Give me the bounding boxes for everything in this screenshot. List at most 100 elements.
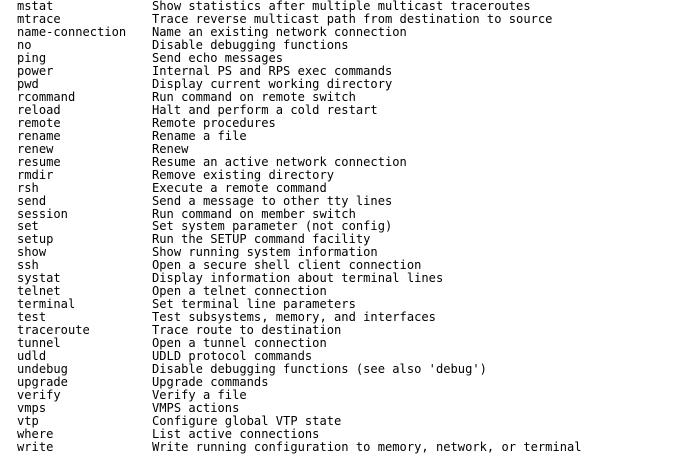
command-name: undebug	[17, 362, 68, 377]
command-row: udld UDLD protocol commands	[17, 350, 677, 363]
command-name: ssh	[17, 258, 39, 273]
command-row: send Send a message to other tty lines	[17, 193, 677, 208]
command-row: reload Halt and perform a cold restart	[17, 102, 677, 117]
command-name: telnet	[17, 284, 61, 299]
command-name: mstat	[17, 0, 54, 13]
command-name: rsh	[17, 180, 39, 195]
command-description: Test subsystems, memory, and interfaces	[152, 310, 436, 325]
command-row: ssh Open a secure shell client connection	[17, 259, 677, 272]
command-description: Show statistics after multiple multicast…	[152, 0, 531, 13]
command-description: Open a tunnel connection	[152, 336, 327, 351]
command-row: rmdir Remove existing directory	[17, 167, 677, 182]
command-description: Disable debugging functions	[152, 37, 349, 52]
command-description: Remote procedures	[152, 115, 276, 130]
command-description: Send a message to other tty lines	[152, 193, 393, 208]
command-description: Open a secure shell client connection	[152, 258, 422, 273]
command-description: Display current working directory	[152, 76, 393, 91]
command-description: Internal PS and RPS exec commands	[152, 63, 393, 78]
command-description: Trace reverse multicast path from destin…	[152, 11, 553, 26]
command-row: name-connection Name an existing network …	[17, 24, 677, 39]
command-row: telnet Open a telnet connection	[17, 285, 677, 298]
command-description: Trace route to destination	[152, 323, 342, 338]
command-description: Execute a remote command	[152, 180, 327, 195]
command-name: systat	[17, 271, 61, 286]
command-row: verify Verify a file	[17, 389, 677, 402]
command-description: Send echo messages	[152, 50, 284, 65]
command-row: rename Rename a file	[17, 128, 677, 143]
command-name: terminal	[17, 297, 76, 312]
command-name: test	[17, 310, 47, 325]
command-row: show Show running system information	[17, 246, 677, 259]
command-name: set	[17, 219, 39, 234]
command-row: rsh Execute a remote command	[17, 180, 677, 195]
command-row: session Run command on member switch	[17, 206, 677, 221]
command-name: reload	[17, 102, 61, 117]
command-name: vtp	[17, 414, 39, 428]
command-name: session	[17, 206, 68, 221]
command-name: show	[17, 245, 47, 260]
command-description: Run command on member switch	[152, 206, 356, 221]
command-name: tunnel	[17, 336, 61, 351]
command-name: rcommand	[17, 89, 76, 104]
command-name: upgrade	[17, 375, 68, 390]
command-description: Show running system information	[152, 245, 378, 260]
command-name: rename	[17, 128, 61, 143]
command-row: write Write running configuration to memo…	[17, 439, 677, 454]
command-name: ping	[17, 50, 47, 65]
command-description: UDLD protocol commands	[152, 349, 313, 364]
command-row: renew Renew	[17, 141, 677, 156]
command-name: remote	[17, 115, 61, 130]
command-row: rcommand Run command on remote switch	[17, 89, 677, 104]
command-name: rmdir	[17, 167, 54, 182]
command-name: pwd	[17, 76, 39, 91]
command-description: Configure global VTP state	[152, 414, 342, 428]
command-description: List active connections	[152, 426, 320, 441]
command-row: ping Send echo messages	[17, 50, 677, 65]
command-row: upgrade Upgrade commands	[17, 376, 677, 389]
command-description: Run the SETUP command facility	[152, 232, 371, 247]
command-name: traceroute	[17, 323, 90, 338]
command-name: send	[17, 193, 47, 208]
command-description: Verify a file	[152, 388, 247, 403]
command-row: traceroute Trace route to destination	[17, 324, 677, 337]
command-name: where	[17, 426, 54, 441]
command-row: set Set system parameter (not config)	[17, 220, 677, 233]
command-description: VMPS actions	[152, 401, 240, 416]
command-description: Renew	[152, 141, 189, 156]
command-description: Rename a file	[152, 128, 247, 143]
command-description: Run command on remote switch	[152, 89, 356, 104]
command-description: Display information about terminal lines	[152, 271, 444, 286]
command-row: resume Resume an active network connectio…	[17, 154, 677, 169]
command-name: udld	[17, 349, 47, 364]
command-name: name-connection	[17, 24, 127, 39]
command-name: renew	[17, 141, 54, 156]
command-description: Halt and perform a cold restart	[152, 102, 378, 117]
command-description: Name an existing network connection	[152, 24, 407, 39]
command-row: test Test subsystems, memory, and interfa…	[17, 311, 677, 324]
command-row: mstat Show statistics after multiple mult…	[17, 0, 677, 13]
command-row: power Internal PS and RPS exec commands	[17, 63, 677, 78]
command-name: resume	[17, 154, 61, 169]
command-description: Write running configuration to memory, n…	[152, 439, 582, 454]
command-description: Disable debugging functions (see also 'd…	[152, 362, 487, 377]
command-row: tunnel Open a tunnel connection	[17, 337, 677, 350]
command-description: Resume an active network connection	[152, 154, 407, 169]
command-help-output: mstat Show statistics after multiple mult…	[17, 0, 677, 454]
command-description: Remove existing directory	[152, 167, 335, 182]
command-row: remote Remote procedures	[17, 115, 677, 130]
command-description: Set system parameter (not config)	[152, 219, 393, 234]
command-row: undebug Disable debugging functions (see …	[17, 363, 677, 376]
command-name: write	[17, 439, 54, 454]
command-description: Upgrade commands	[152, 375, 269, 390]
command-row: vtp Configure global VTP state	[17, 415, 677, 428]
command-name: verify	[17, 388, 61, 403]
command-row: where List active connections	[17, 426, 677, 441]
command-row: pwd Display current working directory	[17, 76, 677, 91]
command-name: power	[17, 63, 54, 78]
command-description: Open a telnet connection	[152, 284, 327, 299]
